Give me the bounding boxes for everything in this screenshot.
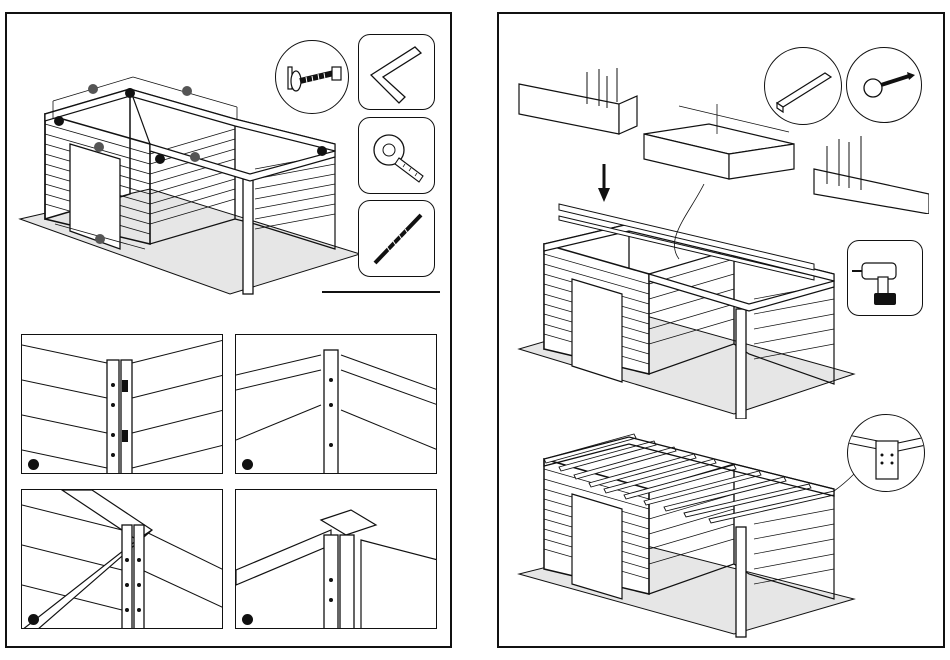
step-marker xyxy=(28,614,39,625)
step-marker xyxy=(242,459,253,470)
corner-bracket-detail-icon xyxy=(847,414,925,492)
drill-bit-icon xyxy=(358,200,435,277)
tape-measure-icon xyxy=(358,117,435,194)
right-instruction-page xyxy=(497,12,945,648)
detail-panel-4 xyxy=(235,489,437,629)
bolt-with-washer-icon xyxy=(275,40,349,114)
detail-panel-1 xyxy=(21,334,223,474)
detail-panel-3 xyxy=(21,489,223,629)
divider-line xyxy=(322,291,440,293)
left-instruction-page xyxy=(5,12,452,648)
cordless-drill-icon xyxy=(847,240,923,316)
aluminium-profile-icon xyxy=(764,47,842,125)
step-marker xyxy=(242,614,253,625)
square-ruler-icon xyxy=(358,34,435,110)
step-marker xyxy=(28,459,39,470)
structure-beam-install xyxy=(514,184,864,419)
detail-panel-2 xyxy=(235,334,437,474)
self-drilling-screw-icon xyxy=(846,47,922,123)
structure-slats-complete xyxy=(514,429,859,639)
